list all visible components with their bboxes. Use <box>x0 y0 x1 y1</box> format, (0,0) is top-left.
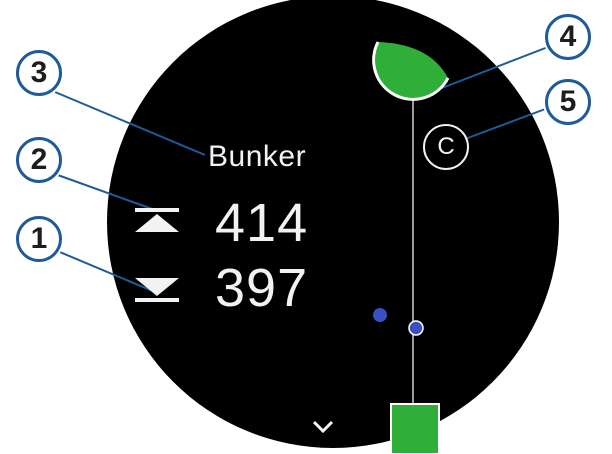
callout-1-line <box>54 249 156 293</box>
display-circle <box>107 0 559 448</box>
green-outline <box>372 41 450 101</box>
triangle-up-bar-icon <box>135 208 179 232</box>
callout-5-line <box>464 107 549 140</box>
triangle-down-bar-icon <box>135 278 179 302</box>
callout-2: 2 <box>16 137 62 183</box>
callout-1: 1 <box>16 216 62 262</box>
green-icon[interactable] <box>373 42 448 100</box>
callout-2-line <box>54 173 156 211</box>
callout-3: 3 <box>16 50 62 96</box>
target-dot[interactable] <box>373 308 387 322</box>
player-position-dot <box>408 320 424 336</box>
callout-4: 4 <box>545 14 591 60</box>
callout-3-line <box>54 91 206 156</box>
callout-5: 5 <box>545 79 591 125</box>
layup-marker[interactable]: C <box>423 124 469 170</box>
front-distance-value: 397 <box>215 258 309 318</box>
callout-4-line <box>441 46 549 89</box>
tee-box-icon <box>390 403 440 454</box>
hazard-label: Bunker <box>208 140 307 173</box>
chevron-down-icon[interactable] <box>312 420 334 434</box>
back-distance-value: 414 <box>215 193 309 253</box>
